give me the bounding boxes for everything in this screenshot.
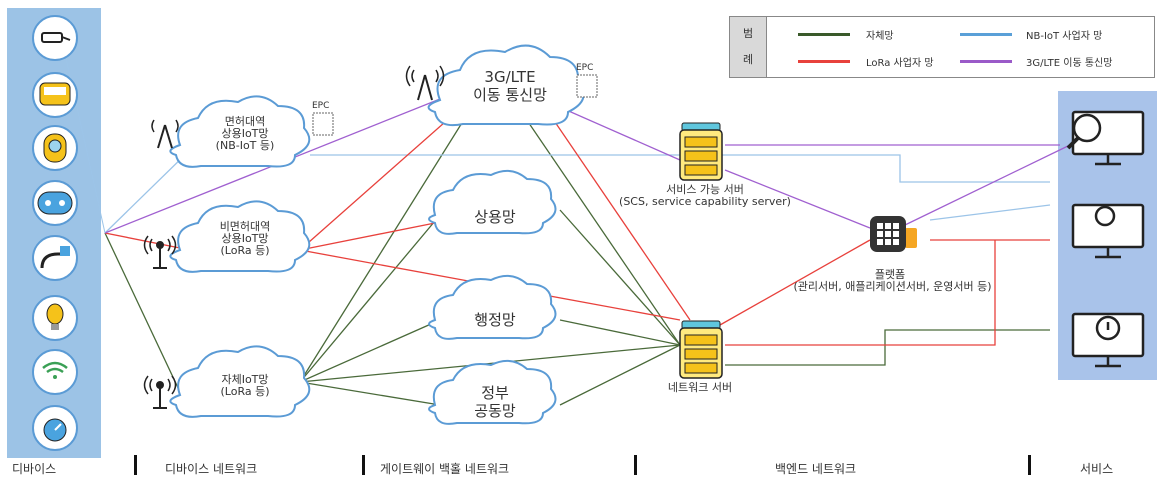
lora-commercial-cloud-label: 비면허대역 상용IoT망 (LoRa 등) bbox=[219, 220, 271, 257]
cctv-icon bbox=[32, 15, 78, 61]
nbiot-cloud-label: 면허대역 상용IoT망 (NB-IoT 등) bbox=[215, 115, 275, 152]
platform-icon bbox=[870, 216, 917, 252]
section-gateway-backhaul: 게이트웨이 백홀 네트워크 bbox=[380, 462, 510, 476]
section-divider bbox=[134, 455, 137, 475]
private-network-lines bbox=[104, 109, 1050, 406]
magnifier-monitor-icon bbox=[1066, 110, 1145, 166]
scs-server-icon bbox=[679, 122, 723, 181]
platform-sublabel: (관리서버, 애플리케이션서버, 운영서버 등) bbox=[793, 280, 992, 293]
water-valve-icon bbox=[32, 235, 78, 281]
legend-label-lte: 3G/LTE 이동 통신망 bbox=[1026, 58, 1113, 69]
wifi-icon bbox=[32, 349, 78, 395]
scs-label: 서비스 가능 서버 bbox=[666, 183, 744, 196]
epc-chip-icon-nbiot bbox=[312, 112, 334, 136]
private-iot-cloud bbox=[169, 345, 311, 418]
admin-cloud-label: 행정망 bbox=[474, 311, 516, 329]
legend-label-private: 자체망 bbox=[866, 31, 894, 42]
legend-swatch-nbiot bbox=[960, 33, 1012, 36]
cloud-shapes bbox=[169, 44, 585, 425]
gov-cloud bbox=[428, 359, 557, 425]
meter-icon bbox=[32, 125, 78, 171]
antenna-icon-lora bbox=[143, 235, 177, 269]
antenna-icon-lte bbox=[405, 65, 445, 101]
antenna-icons bbox=[143, 65, 445, 409]
section-divider bbox=[1028, 455, 1031, 475]
admin-cloud bbox=[428, 274, 557, 340]
epc-label-nbiot: EPC bbox=[312, 101, 330, 111]
epc-label-lte: EPC bbox=[576, 63, 594, 73]
bulb-monitor-icon bbox=[1071, 312, 1145, 368]
connection-lines bbox=[61, 39, 1071, 406]
legend-label-nbiot: NB-IoT 사업자 망 bbox=[1026, 31, 1103, 42]
legend-swatch-lte bbox=[960, 60, 1012, 63]
epc-chip-icon-lte bbox=[576, 74, 598, 98]
legend-swatch-private bbox=[798, 33, 850, 36]
section-service: 서비스 bbox=[1080, 462, 1114, 476]
nbiot-cloud bbox=[169, 95, 311, 168]
sensor-icon bbox=[32, 180, 78, 226]
gear-monitor-icon bbox=[1071, 203, 1145, 259]
section-device: 디바이스 bbox=[12, 462, 57, 476]
bus-icon bbox=[32, 72, 78, 118]
service-icons bbox=[1066, 110, 1145, 368]
commercial-cloud-label: 상용망 bbox=[474, 208, 516, 226]
network-server-label: 네트워크 서버 bbox=[667, 381, 733, 394]
antenna-icon-nbiot bbox=[151, 119, 179, 149]
lte-cloud-label: 3G/LTE 이동 통신망 bbox=[473, 68, 547, 104]
scs-sublabel: (SCS, service capability server) bbox=[619, 195, 791, 208]
section-divider bbox=[362, 455, 365, 475]
commercial-cloud bbox=[428, 169, 557, 235]
network-server-icon bbox=[679, 320, 723, 379]
legend-label-lora: LoRa 사업자 망 bbox=[866, 58, 934, 69]
epc-chip-icons bbox=[312, 74, 598, 136]
lora-commercial-cloud bbox=[169, 200, 311, 273]
lora-lines bbox=[104, 99, 1050, 346]
gauge-icon bbox=[32, 405, 78, 451]
device-icons bbox=[32, 15, 78, 451]
platform-label: 플랫폼 bbox=[874, 268, 906, 281]
section-divider bbox=[634, 455, 637, 475]
private-iot-cloud-label: 자체IoT망 (LoRa 등) bbox=[220, 373, 270, 398]
bulb-icon bbox=[32, 295, 78, 341]
gov-cloud-label: 정부 공동망 bbox=[474, 384, 516, 420]
section-device-network: 디바이스 네트워크 bbox=[165, 462, 258, 476]
nbiot-lines bbox=[104, 149, 1051, 234]
section-backend: 백엔드 네트워크 bbox=[775, 462, 857, 476]
antenna-icon-private bbox=[143, 375, 177, 409]
legend-swatch-lora bbox=[798, 60, 850, 63]
